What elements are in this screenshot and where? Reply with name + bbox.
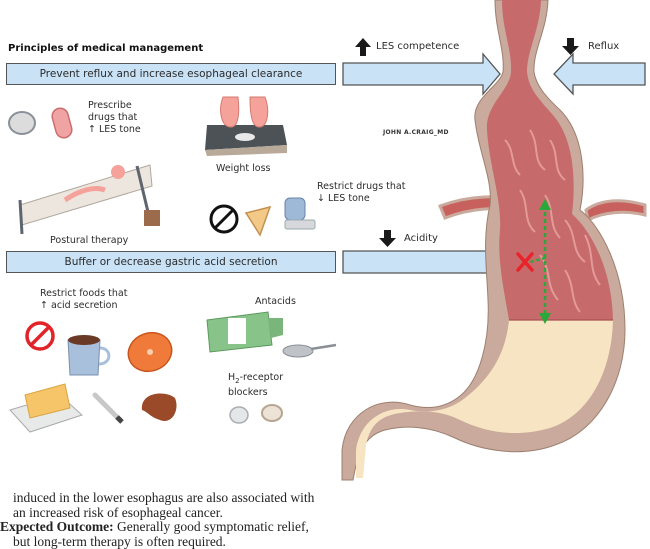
label-line: drugs that — [88, 112, 138, 123]
pill-round-icon — [261, 404, 283, 422]
up-arrow-icon — [355, 38, 371, 56]
label-text: acid secretion — [51, 300, 118, 311]
up-arrow-icon: ↑ — [40, 300, 48, 311]
label-text: LES tone — [99, 124, 141, 135]
antacids-label: Antacids — [255, 296, 296, 307]
pill-round-icon — [8, 111, 36, 135]
coffee-mug-icon — [67, 335, 111, 376]
body-text-span: Generally good symptomatic relief, — [113, 519, 309, 534]
cookie-icon — [141, 393, 177, 421]
label-line: Restrict drugs that — [317, 181, 406, 192]
label-line: blockers — [228, 386, 268, 398]
postural-therapy-label: Postural therapy — [50, 235, 129, 246]
expected-outcome-label: Expected Outcome: — [0, 519, 114, 534]
butter-icon — [9, 383, 83, 433]
diagram-heading: Principles of medical management — [8, 43, 204, 54]
prohibited-red-icon — [25, 321, 55, 351]
label-subscript: 2 — [235, 376, 240, 385]
antacid-bottle-icon — [206, 311, 283, 353]
orange-icon — [127, 331, 173, 373]
spoon-icon — [282, 343, 337, 358]
blocked-x-icon — [516, 252, 534, 272]
up-arrow-icon: ↑ — [88, 124, 96, 135]
label-line: ↓ LES tone — [317, 193, 405, 205]
body-line: induced in the lower esophagus are also … — [13, 490, 315, 505]
restrict-foods-label: Restrict foods that ↑ acid secretion — [40, 288, 127, 312]
label-line: Prescribe — [88, 100, 132, 111]
arrow-acidity — [342, 240, 511, 285]
arrow-les-competence — [342, 52, 501, 96]
acidity-label: Acidity — [404, 233, 438, 244]
label-line: Restrict foods that — [40, 288, 128, 299]
expected-outcome-line: Expected Outcome: Generally good symptom… — [0, 519, 340, 535]
down-arrow-icon: ↓ — [317, 193, 325, 204]
band-buffer-acid: Buffer or decrease gastric acid secretio… — [6, 251, 336, 273]
scale-icon — [205, 96, 287, 156]
label-line: ↑ LES tone — [88, 124, 141, 136]
h2-blockers-label: H2-receptor blockers — [228, 372, 283, 399]
label-line: ↑ acid secretion — [40, 300, 127, 312]
label-text: H — [228, 372, 236, 383]
triangle-pill-icon — [244, 205, 272, 237]
down-arrow-icon — [379, 230, 396, 247]
bed-icon — [18, 164, 160, 235]
body-line: but long-term therapy is often required. — [13, 533, 226, 549]
weight-loss-label: Weight loss — [216, 163, 271, 174]
restrict-drugs-label: Restrict drugs that ↓ LES tone — [317, 181, 405, 205]
pill-round-icon — [229, 406, 249, 424]
body-text: induced in the lower esophagus are also … — [0, 490, 340, 549]
reflux-label: Reflux — [588, 41, 620, 52]
down-arrow-icon — [562, 38, 579, 55]
band-prevent-reflux: Prevent reflux and increase esophageal c… — [6, 63, 336, 85]
stomach-illustration — [341, 0, 647, 481]
label-line: H2-receptor — [228, 372, 283, 387]
inhaler-icon — [284, 197, 316, 230]
prohibited-icon — [209, 204, 239, 234]
les-competence-label: LES competence — [376, 41, 460, 52]
label-text: -receptor — [239, 372, 284, 383]
artist-signature: JOHN A.CRAIG_MD — [383, 129, 449, 136]
pill-capsule-icon — [51, 107, 73, 139]
label-text: LES tone — [328, 193, 370, 204]
arrow-reflux — [553, 52, 646, 96]
cigarette-icon — [92, 392, 123, 423]
body-line: an increased risk of esophageal cancer. — [13, 504, 223, 520]
prescribe-drugs-label: Prescribe drugs that ↑ LES tone — [88, 100, 141, 136]
